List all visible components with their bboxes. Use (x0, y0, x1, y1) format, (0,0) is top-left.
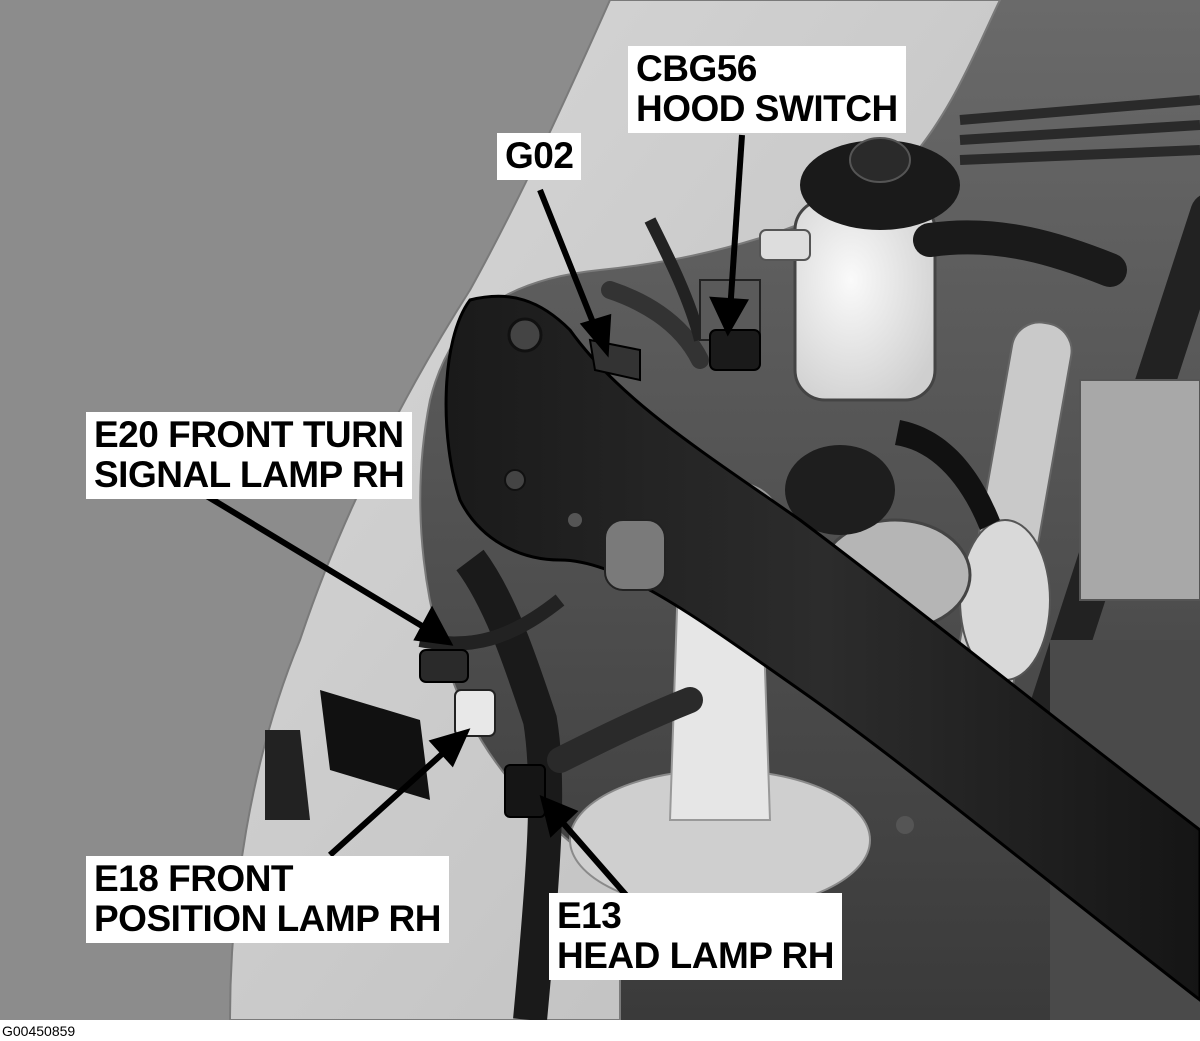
connector-e20 (419, 649, 469, 683)
arrows (203, 134, 749, 897)
arrow-cbg56 (727, 134, 745, 313)
connector-hood-switch (709, 329, 761, 371)
label-e20-line2: SIGNAL LAMP RH (94, 454, 405, 495)
arrow-e13 (553, 813, 629, 897)
arrow-g02 (537, 188, 601, 337)
oil-filter (785, 445, 895, 535)
label-e20-line1: E20 FRONT TURN (94, 414, 404, 455)
arrow-e18 (327, 742, 455, 858)
reservoir-cap (800, 140, 960, 230)
label-e18-line1: E18 FRONT (94, 858, 294, 899)
reservoir-body (793, 198, 937, 402)
label-cbg56-line1: CBG56 (636, 48, 757, 89)
label-e20-front-turn-signal-lamp: E20 FRONT TURN SIGNAL LAMP RH (86, 412, 413, 499)
label-e13-head-lamp: E13 HEAD LAMP RH (549, 893, 842, 980)
label-e18-line2: POSITION LAMP RH (94, 898, 441, 939)
arrow-e20 (203, 492, 434, 635)
connector-e13 (504, 764, 546, 818)
label-e18-front-position-lamp: E18 FRONT POSITION LAMP RH (86, 856, 449, 943)
hose-top (913, 220, 1127, 287)
bar-bolt-1 (507, 317, 543, 353)
label-e13-line1: E13 (557, 895, 622, 936)
figure-id: G00450859 (2, 1023, 76, 1039)
wiring-harness (456, 549, 563, 1020)
label-cbg56-hood-switch: CBG56 HOOD SWITCH (628, 46, 906, 133)
engine-block-right (1079, 379, 1200, 601)
label-g02-line1: G02 (505, 135, 574, 176)
radiator-support-bar (444, 294, 1200, 1002)
label-cbg56-line2: HOOD SWITCH (636, 88, 898, 129)
label-g02: G02 (497, 133, 582, 180)
engine-bay-photo (0, 0, 1200, 1020)
lamp-bracket (265, 730, 310, 820)
label-e13-line2: HEAD LAMP RH (557, 935, 835, 976)
connector-e18 (454, 689, 496, 737)
